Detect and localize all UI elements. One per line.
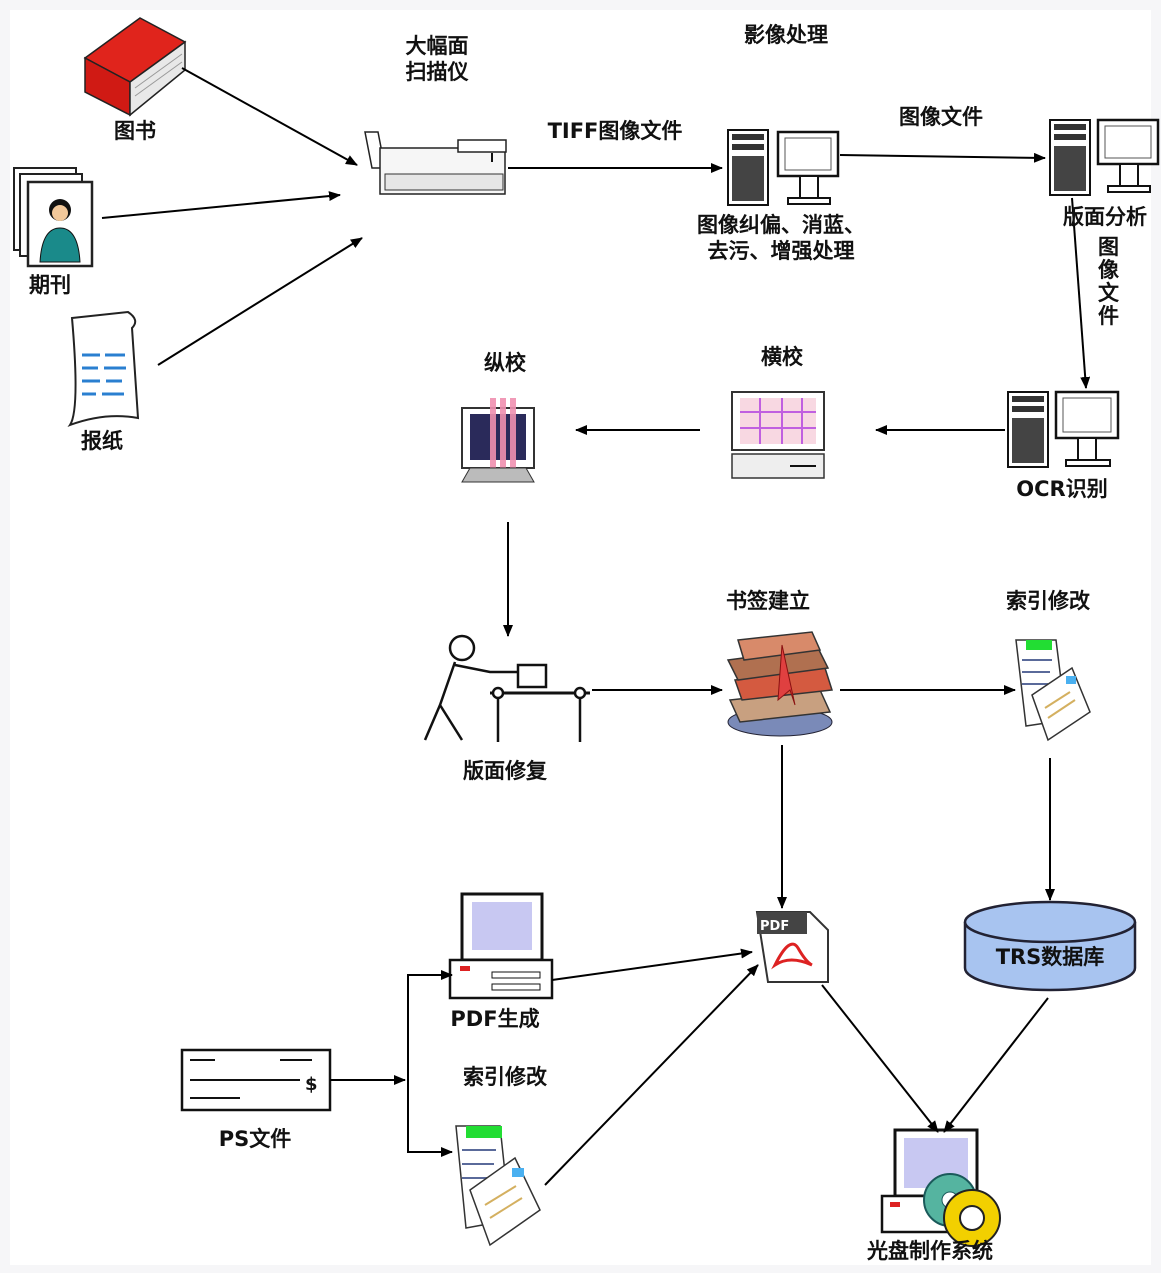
pdf-icon [755, 911, 829, 983]
pdf-generation-label: PDF生成 [450, 1007, 540, 1031]
svg-text:$: $ [305, 1074, 318, 1095]
index-edit-icon [455, 1125, 541, 1247]
bookmark-label: 书签建立 [726, 589, 810, 613]
computer-icon [448, 892, 554, 1000]
book-icon [83, 17, 187, 117]
workstation-icon [1007, 390, 1120, 468]
vertical-proof-icon [461, 398, 535, 483]
image-file-label: 图像文件 [899, 105, 983, 129]
index-edit-bottom-label: 索引修改 [463, 1065, 547, 1089]
scanner-label: 大幅面 扫描仪 [405, 34, 469, 85]
scanner-icon [364, 131, 507, 195]
processing-steps-label: 图像纠偏、消蓝、 去污、增强处理 [697, 213, 865, 264]
horizontal-proof-label: 横校 [761, 345, 803, 369]
layout-repair-icon [423, 634, 590, 742]
index-edit-icon [1015, 639, 1091, 742]
bookmark-icon [726, 631, 833, 737]
database-icon [963, 900, 1137, 992]
layout-analysis-label: 版面分析 [1063, 205, 1147, 229]
cd-production-icon [880, 1128, 1001, 1247]
trs-database-label: TRS数据库 [995, 945, 1105, 969]
journal-label: 期刊 [29, 273, 71, 297]
newspaper-label: 报纸 [81, 429, 123, 453]
ps-file-icon: $ [180, 1048, 332, 1112]
journal-icon [13, 167, 94, 268]
pdf-icon-label: PDF [760, 919, 789, 934]
index-edit-top-label: 索引修改 [1006, 589, 1090, 613]
vertical-proof-label: 纵校 [484, 351, 526, 375]
tiff-file-label: TIFF图像文件 [547, 119, 683, 143]
book-label: 图书 [114, 119, 156, 143]
ocr-label: OCR识别 [1016, 477, 1108, 501]
connector-arrows [101, 67, 1091, 1186]
image-file-vertical-label: 图 像 文 件 [1098, 235, 1119, 329]
newspaper-icon [67, 310, 140, 428]
workstation-icon [727, 129, 840, 206]
ps-file-label: PS文件 [218, 1127, 292, 1151]
layout-repair-label: 版面修复 [463, 759, 547, 783]
workstation-icon [1049, 118, 1160, 196]
cd-production-label: 光盘制作系统 [867, 1239, 993, 1263]
horizontal-proof-icon [731, 391, 825, 479]
image-processing-label: 影像处理 [744, 23, 828, 47]
